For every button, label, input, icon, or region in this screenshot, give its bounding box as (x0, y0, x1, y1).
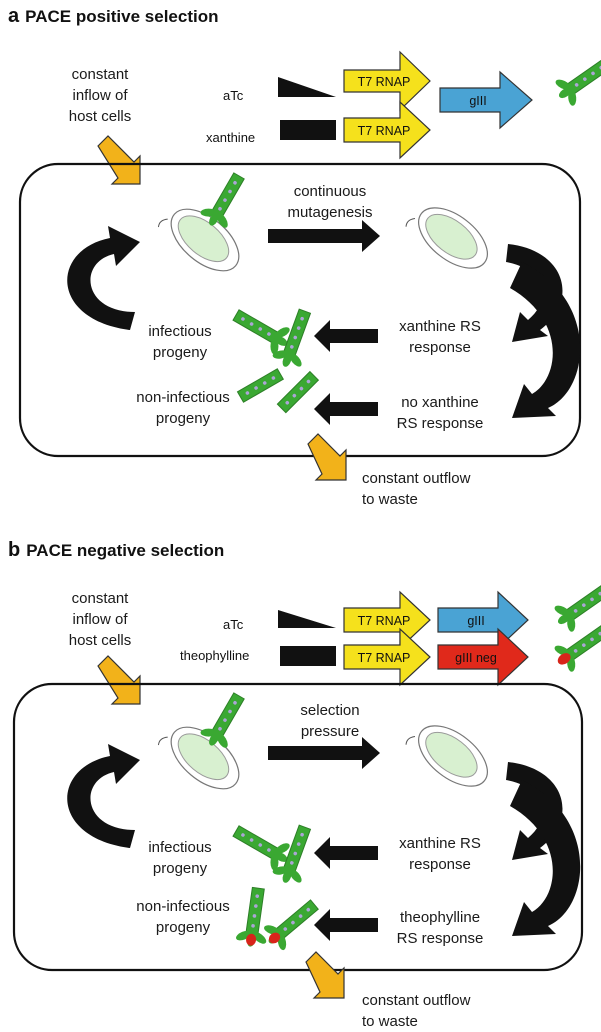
panel-b-infected-cell-icon (155, 711, 251, 802)
panel-a-title: a PACE positive selection (8, 5, 218, 28)
panel-a-response-2-label: no xanthine RS response (396, 394, 484, 432)
panel-a-t7-arrow-1: T7 RNAP (343, 50, 431, 112)
panel-a-response-2-arrow-icon (314, 393, 378, 425)
panel-b-inducer-atc: aTc (223, 617, 244, 632)
panel-a-t7-label-2: T7 RNAP (358, 124, 411, 138)
panel-a-noninfectious-phage-2-icon (276, 371, 319, 414)
panel-b-t7-arrow-2: T7 RNAP (343, 627, 431, 687)
panel-a-letter: a (8, 5, 20, 27)
panel-a-atc-gradient-icon (278, 77, 336, 97)
panel-a-outflow-arrow-icon (307, 433, 347, 481)
panel-b-letter: b (8, 539, 21, 561)
panel-a-outflow-label: constant outflow to waste (362, 470, 471, 508)
panel-b-giii-neg-label: gIII neg (455, 651, 497, 665)
panel-b-inflow-arrow-icon (97, 655, 141, 705)
panel-b-output-phage-icon (548, 583, 601, 637)
panel-b-selection-arrow-icon (268, 737, 380, 769)
panel-b-noninfectious-phage-1-icon (233, 886, 270, 950)
panel-a-output-phage-icon (549, 57, 601, 111)
panel-b-output-phage-neg-icon (548, 623, 601, 677)
panel-b-giii-label: gIII (467, 614, 484, 628)
panel-b-selected-cell-icon (402, 709, 499, 799)
panel-b-outflow-arrow-icon (305, 951, 345, 999)
panel-a-cycle-right-arrow-2-icon (510, 262, 581, 418)
panel-b-t7-label-2: T7 RNAP (358, 651, 411, 665)
panel-a-giii-arrow: gIII (439, 70, 533, 130)
panel-a-lagoon (18, 162, 582, 458)
panel-b-cycle-top-label: selection pressure (300, 702, 360, 740)
panel-b-theophylline-block-icon (280, 646, 336, 666)
panel-b-noninfectious-label: non-infectious progeny (136, 898, 230, 936)
panel-a-t7-arrow-2: T7 RNAP (343, 100, 431, 160)
panel-b-giii-neg-arrow: gIII neg (437, 627, 529, 687)
panel-b-response-2-label: theophylline RS response (396, 909, 484, 947)
panel-a-inflow-label: constant inflow of host cells (68, 66, 132, 125)
panel-a-inducer-xanthine: xanthine (206, 130, 256, 145)
panel-a-giii-label: gIII (469, 94, 486, 108)
panel-a-t7-label-1: T7 RNAP (358, 75, 411, 89)
panel-a-cycle-top-label: continuous mutagenesis (287, 183, 373, 221)
panel-a-cycle-left-arrow-icon (67, 226, 140, 330)
panel-a-infected-cell-icon (155, 193, 251, 284)
panel-b-atc-gradient-icon (278, 610, 336, 628)
panel-a-title-text: PACE positive selection (25, 7, 219, 26)
panel-b-response-1-label: xanthine RS response (399, 835, 481, 873)
panel-a-mutagenesis-arrow-icon (268, 220, 380, 252)
panel-a-inducer-atc: aTc (223, 88, 244, 103)
panel-a-xanthine-block-icon (280, 120, 336, 140)
panel-a-inflow-arrow-icon (97, 135, 141, 185)
panel-a-noninfectious-phage-1-icon (236, 368, 284, 403)
panel-a-response-1-arrow-icon (314, 320, 378, 352)
panel-b-cycle-left-arrow-icon (67, 744, 140, 848)
panel-b-title-text: PACE negative selection (26, 541, 225, 560)
panel-b-t7-label-1: T7 RNAP (358, 614, 411, 628)
panel-b-noninfectious-phage-2-icon (258, 899, 319, 956)
panel-b-title: b PACE negative selection (8, 539, 224, 562)
panel-b-inflow-label: constant inflow of host cells (68, 590, 132, 649)
panel-a-noninfectious-label: non-infectious progeny (136, 389, 230, 427)
panel-b-cycle-right-arrow-2-icon (510, 780, 581, 936)
panel-b-outflow-label: constant outflow to waste (362, 992, 471, 1030)
panel-b-response-2-arrow-icon (314, 909, 378, 941)
panel-b-t7-arrow-1: T7 RNAP (343, 590, 431, 650)
panel-b-inducer-theophylline: theophylline (180, 648, 250, 663)
panel-b-infectious-label: infectious progeny (148, 839, 212, 877)
panel-b-giii-arrow: gIII (437, 590, 529, 650)
panel-a-response-1-label: xanthine RS response (399, 318, 481, 356)
panel-a-mutated-cell-icon (402, 191, 499, 281)
panel-b-response-1-arrow-icon (314, 837, 378, 869)
panel-b-lagoon (12, 682, 584, 972)
panel-a-infectious-label: infectious progeny (148, 323, 212, 361)
